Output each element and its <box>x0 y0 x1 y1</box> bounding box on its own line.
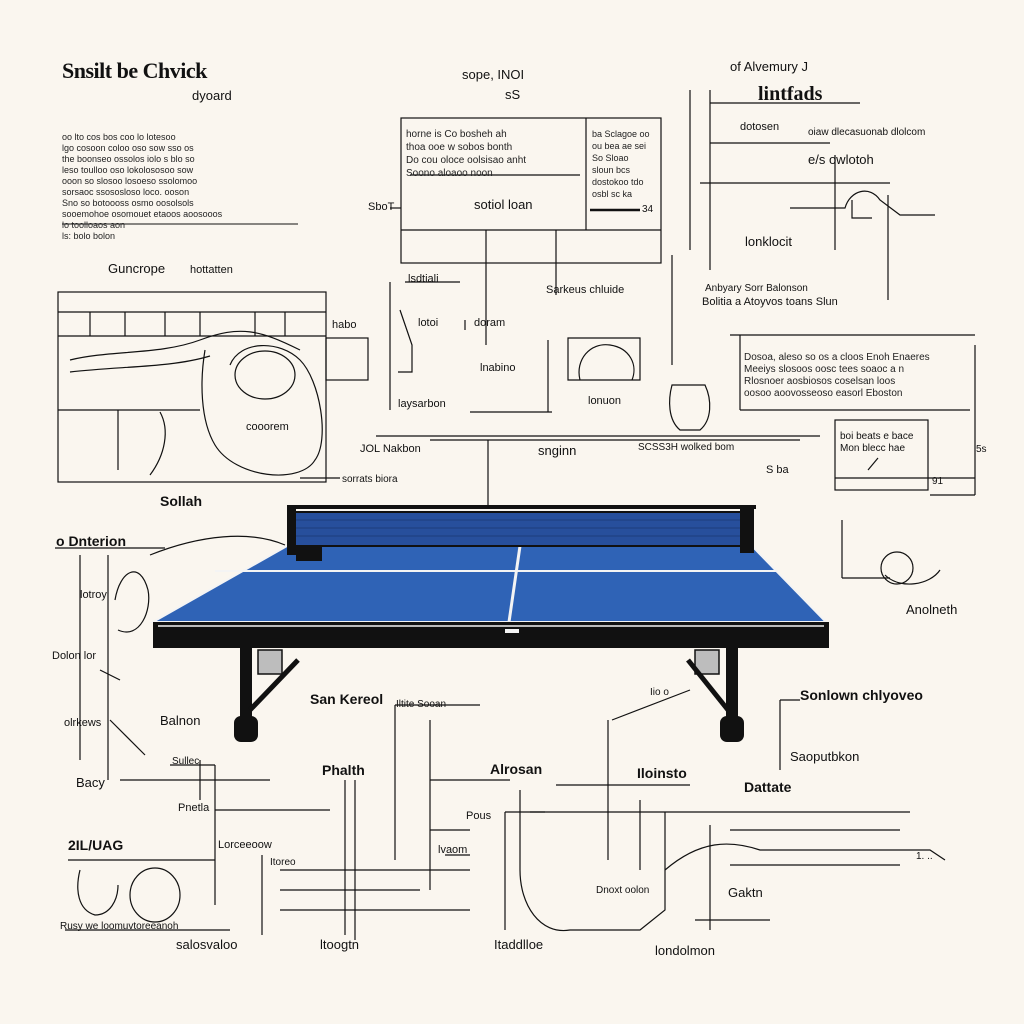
top-center-a: sope, INOI <box>462 67 525 82</box>
bottom-r: Itaddlloe <box>494 937 544 952</box>
bottom-e: Phalth <box>322 762 365 778</box>
bottom-u: Dnoxt oolon <box>596 885 650 896</box>
left-box-side: habo <box>332 319 357 331</box>
bottom-a: San Kereol <box>310 691 384 707</box>
bottom-f: Alrosan <box>490 761 543 777</box>
net-post-left <box>287 505 296 555</box>
left-box-inner: cooorem <box>246 421 289 433</box>
center-bottom-d: laysarbon <box>398 398 446 410</box>
center-bottom-c: doram <box>474 317 506 329</box>
center-box-inner: sotiol loan <box>474 197 533 212</box>
center-form-box <box>390 117 662 264</box>
mid-row-d: S ba <box>766 464 789 476</box>
right-e: Anbyary Sorr Balonson <box>705 283 808 294</box>
title-left-sub: dyoard <box>192 88 232 103</box>
center-bottom-e: lnabino <box>480 362 516 374</box>
bottom-schematics <box>65 689 946 940</box>
right-box-num: 91 <box>932 476 944 487</box>
title-left: Snsilt be Chvick <box>62 58 207 83</box>
bottom-o: Rusy we loomuvtoreeanoh <box>60 921 179 932</box>
center-box-left-tag: SboT <box>368 201 395 213</box>
left-mid-c: Dolon lor <box>52 650 97 662</box>
right-d: lonklocit <box>745 234 792 249</box>
bottom-l: Lorceeoow <box>218 839 272 851</box>
sollah-label: Sollah <box>160 493 203 509</box>
bottom-v: Pous <box>466 810 492 822</box>
bottom-k: 2IL/UAG <box>68 837 124 853</box>
bottom-x: Iio o <box>650 687 669 698</box>
right-schematic <box>689 90 976 585</box>
left-box-caption: sorrats biora <box>342 474 398 485</box>
bottom-g: Iloinsto <box>637 765 687 781</box>
ping-pong-table <box>149 505 829 742</box>
right-ball-label: Anolneth <box>906 602 958 617</box>
left-mid-f: Bacy <box>76 775 105 790</box>
left-box-title-a: Guncrope <box>108 261 166 276</box>
right-f: Bolitia a Atoyvos toans Slun <box>702 296 838 308</box>
bottom-c: Sullec <box>172 756 200 767</box>
bottom-q: ltoogtn <box>320 937 360 952</box>
table-leg-left <box>240 648 252 732</box>
table-leg-right <box>726 648 738 732</box>
left-callouts <box>55 535 286 800</box>
mid-row-a: JOL Nakbon <box>360 443 421 455</box>
center-bottom-b: lotoi <box>418 317 439 329</box>
top-right-b: lintfads <box>758 83 823 105</box>
wheel-right <box>720 716 744 742</box>
bottom-p: salosvaloo <box>176 937 238 952</box>
left-schematic <box>57 291 369 483</box>
bottom-d: Pnetla <box>178 802 210 814</box>
right-a: dotosen <box>740 121 780 133</box>
bottom-j: Dattate <box>744 779 792 795</box>
bottom-b: Iltite Sooan <box>396 699 447 710</box>
center-bottom-g: Sarkeus chluide <box>546 284 625 296</box>
left-mid-b: lotroy <box>80 589 107 601</box>
right-side: 5s <box>976 444 987 455</box>
bottom-i: Saoputbkon <box>790 749 860 764</box>
right-box-b: Mon blecc hae <box>840 443 906 454</box>
wheel-left <box>234 716 258 742</box>
right-box-a: boi beats e bace <box>840 431 914 442</box>
center-lower-schematic <box>376 230 820 505</box>
table-top-surface <box>153 546 826 622</box>
mid-row-c: SCSS3H wolked bom <box>638 442 735 453</box>
mid-row-b: snginn <box>538 443 577 458</box>
bottom-w: 1. .. <box>916 851 933 862</box>
left-mid-d: olrkews <box>64 717 102 729</box>
right-b: oiaw dlecasuonab dlolcom <box>808 127 926 138</box>
right-c: e/s owlotoh <box>808 152 874 167</box>
table-net <box>291 511 748 547</box>
left-mid-e: Balnon <box>160 713 201 728</box>
center-box-right-num: 34 <box>642 204 654 215</box>
top-right-a: of Alvemury J <box>730 59 809 74</box>
net-post-right <box>740 505 754 553</box>
bottom-n: Itoreo <box>270 857 296 868</box>
left-mid-a: o Dnterion <box>56 533 126 549</box>
bottom-h: Sonlown chlyoveo <box>800 687 923 703</box>
top-center-b: sS <box>505 87 521 102</box>
left-box-title-b: hottatten <box>190 264 233 276</box>
bottom-t: Gaktn <box>728 885 763 900</box>
center-bottom-a: lsdtiali <box>408 273 439 285</box>
center-bottom-f: lonuon <box>588 395 622 407</box>
bottom-m: lvaom <box>438 844 468 856</box>
bottom-s: londolmon <box>655 943 715 958</box>
